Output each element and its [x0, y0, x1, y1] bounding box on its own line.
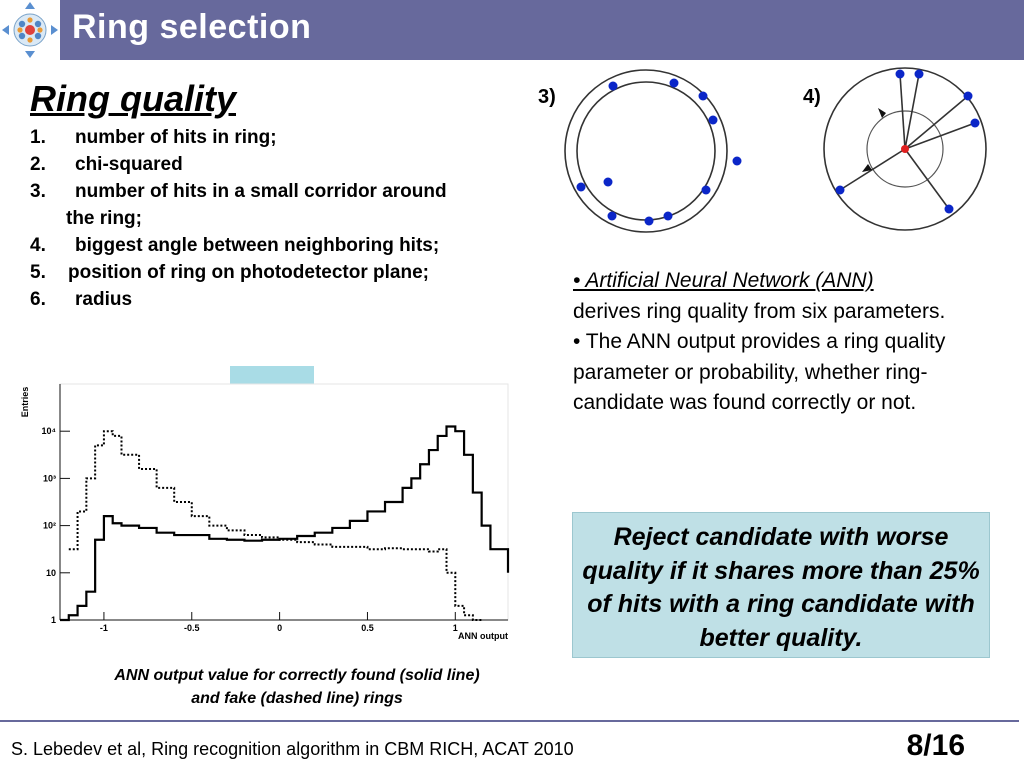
slide-title: Ring selection — [72, 8, 312, 46]
list-item: 6.radius — [30, 289, 133, 310]
correct-rings-solid-line — [60, 425, 510, 622]
histogram-caption: ANN output value for correctly found (so… — [114, 667, 480, 707]
x-tick-label: 0.5 — [361, 623, 374, 633]
ring-4-diagram — [823, 67, 987, 231]
x-tick-label: -1 — [100, 623, 108, 633]
ann-bullet-1-text: derives ring quality from six parameters… — [573, 299, 946, 323]
list-item: 2.chi-squared — [30, 154, 183, 175]
fake-rings-dashed-line — [68, 430, 482, 621]
x-tick-label: 1 — [453, 623, 458, 633]
ring-3-label: 3) — [538, 86, 556, 108]
list-item: 5.position of ring on photodetector plan… — [30, 262, 429, 283]
footer-text: S. Lebedev et al, Ring recognition algor… — [11, 739, 574, 759]
list-item: 1.number of hits in ring; — [30, 127, 277, 148]
ann-title: • Artificial Neural Network (ANN) — [573, 269, 874, 292]
parameter-list: 1.number of hits in ring; 2.chi-squared … — [30, 124, 530, 313]
footer: S. Lebedev et al, Ring recognition algor… — [0, 720, 1019, 766]
histogram-series — [60, 425, 510, 622]
ann-output-histogram: -1 -0.5 0 0.5 1 1 10 10² 10³ 10⁴ ANN output Entri… — [20, 383, 510, 641]
list-item: 4.biggest angle between neighboring hits… — [30, 235, 440, 256]
ring-3-diagram — [564, 69, 742, 233]
x-tick-label: -0.5 — [184, 623, 200, 633]
x-axis-label: ANN output — [458, 631, 508, 641]
y-tick-label: 10 — [46, 568, 56, 578]
list-item: 3.number of hits in a small corridor aro… — [30, 181, 447, 202]
y-axis-label: Entries — [20, 387, 30, 418]
y-tick-label: 10³ — [43, 473, 56, 483]
reject-rule-text: Reject candidate with worse quality if i… — [582, 523, 980, 652]
logo-icon — [0, 0, 60, 60]
y-tick-label: 10⁴ — [42, 426, 56, 436]
y-tick-label: 1 — [51, 615, 56, 625]
header-bar — [60, 0, 1024, 60]
ann-description: • Artificial Neural Network (ANN) derive… — [573, 266, 993, 419]
ann-bullet-2-text: • The ANN output provides a ring quality… — [573, 330, 946, 414]
axis-ticks: -1 -0.5 0 0.5 1 1 10 10² 10³ 10⁴ — [42, 426, 458, 633]
page-number: 8/16 — [906, 729, 965, 762]
ring-quality-heading: Ring quality — [30, 78, 236, 119]
ring-4-label: 4) — [803, 86, 821, 108]
list-item: the ring; — [66, 208, 142, 229]
x-tick-label: 0 — [277, 623, 282, 633]
reject-rule-box: Reject candidate with worse quality if i… — [572, 512, 990, 658]
y-tick-label: 10² — [43, 521, 56, 531]
